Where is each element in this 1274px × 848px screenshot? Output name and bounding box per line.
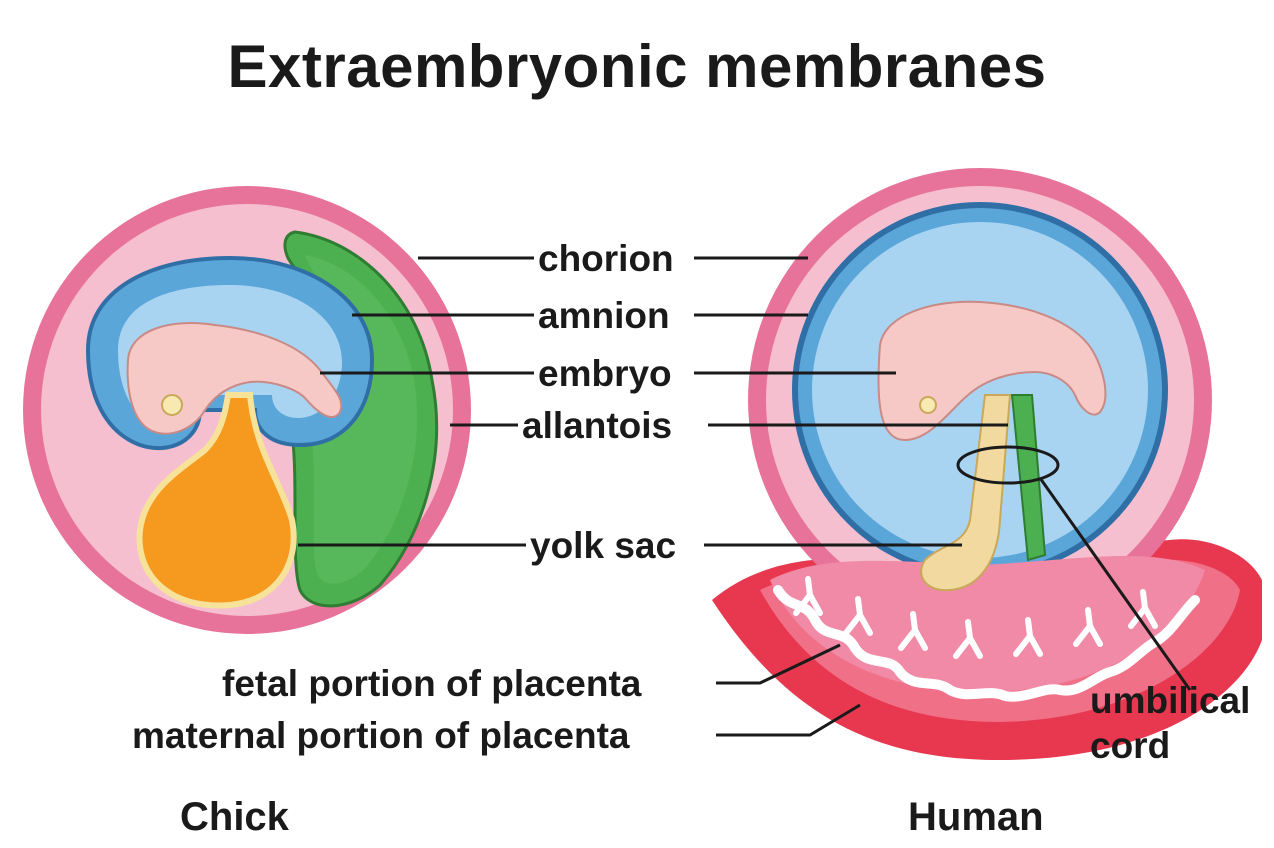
human-villi-outline [773,585,1200,702]
label-amnion: amnion [538,295,670,336]
label-fetal-placenta: fetal portion of placenta [222,663,642,704]
label-umbilical: umbilical [1090,680,1251,721]
human-uterus [712,168,1262,760]
chick-egg [23,186,471,634]
human-amnion-cavity [812,222,1148,558]
caption-chick: Chick [180,795,289,839]
label-chorion: chorion [538,238,674,279]
leader-lines [298,256,1192,737]
chick-allantois-inner [303,255,418,584]
chick-yolk-sac [136,392,297,609]
label-allantois: allantois [522,405,673,446]
human-cord-ring [956,445,1060,485]
chick-embryo-eye [161,394,183,416]
label-yolk-sac: yolk sac [530,525,677,566]
label-cord: cord [1090,725,1171,766]
human-yolk-stalk [920,394,1012,592]
label-embryo: embryo [538,353,672,394]
human-embryo-eye [919,396,937,414]
caption-human: Human [908,795,1044,839]
label-maternal-placenta: maternal portion of placenta [132,715,630,756]
human-villi [793,576,1158,659]
human-allantois [1010,394,1047,562]
diagram-title: Extraembryonic membranes [227,33,1047,100]
